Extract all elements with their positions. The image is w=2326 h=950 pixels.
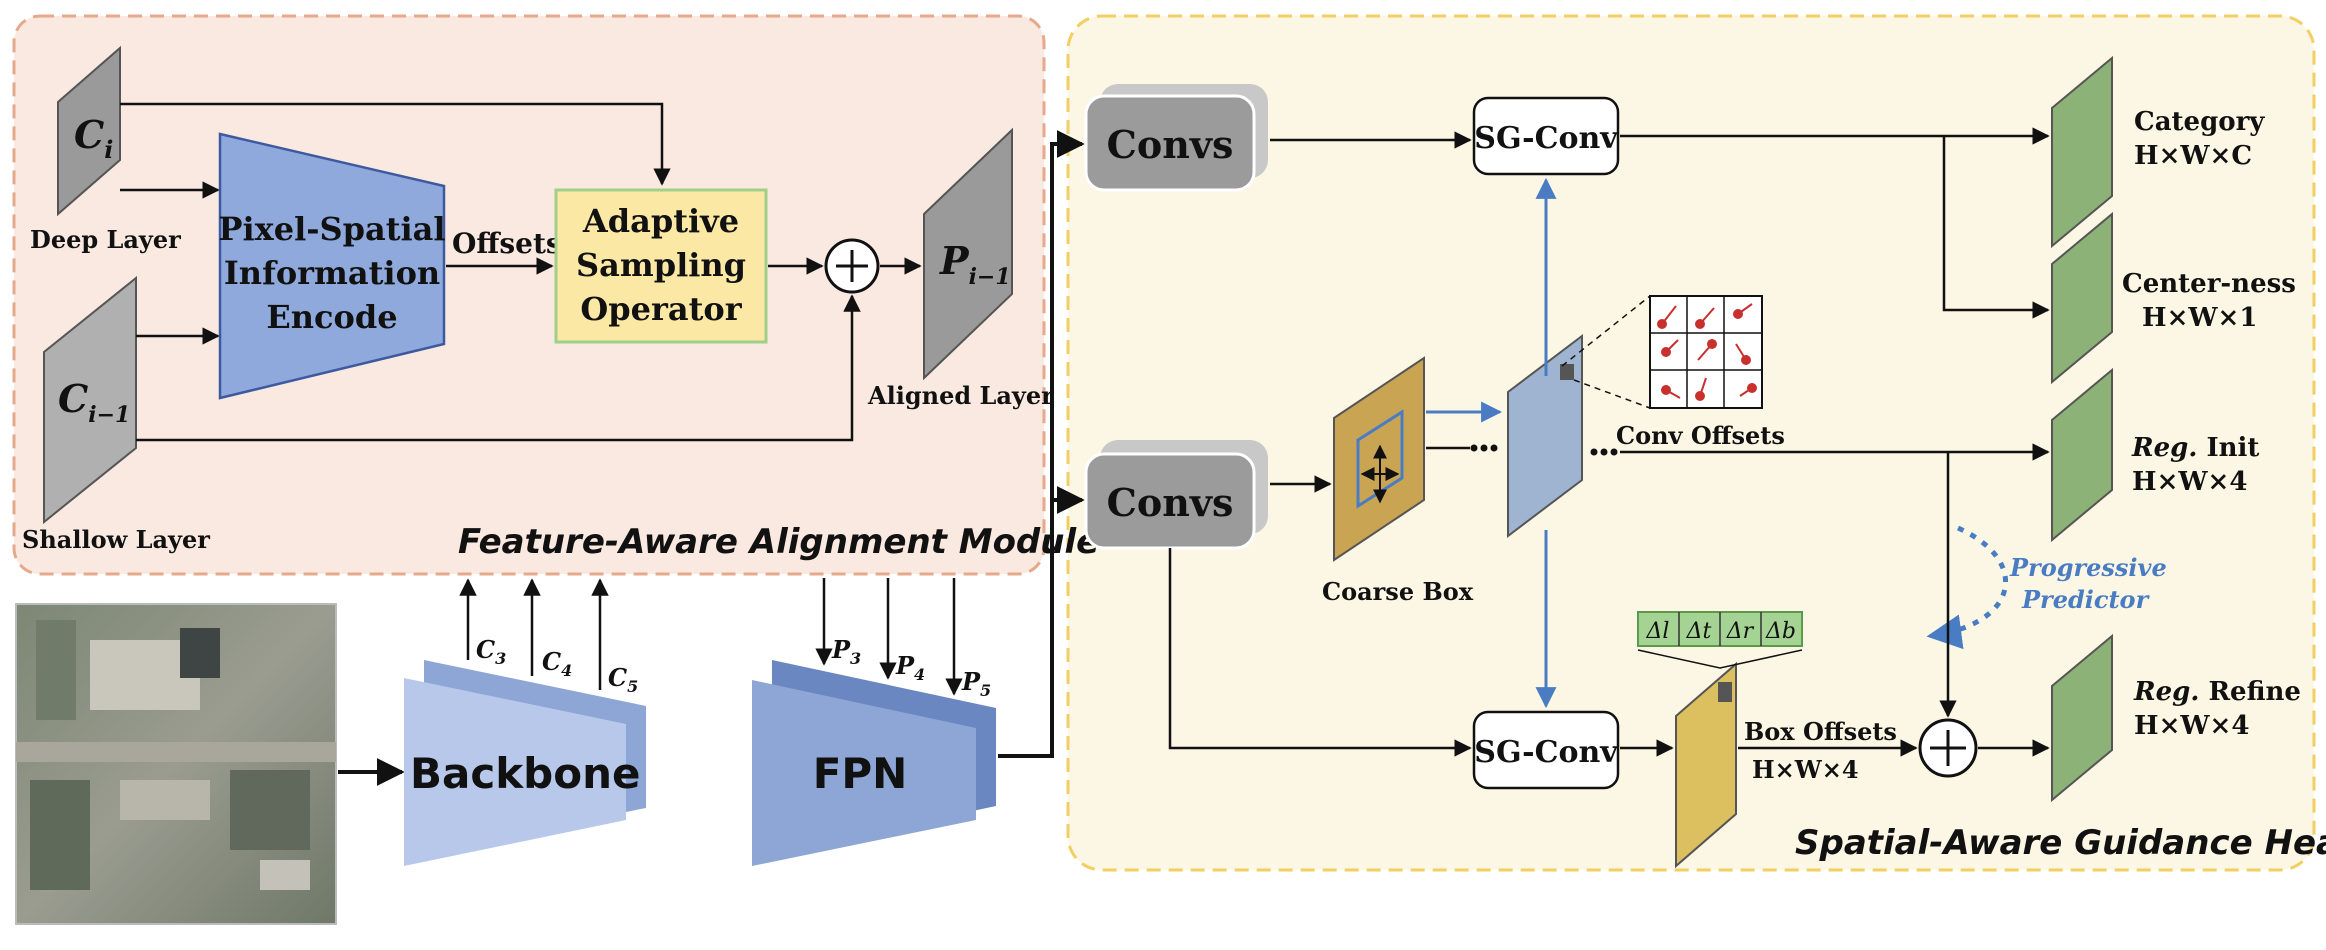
conv-offsets-grid — [1649, 295, 1763, 409]
feature-aware-alignment-module — [12, 14, 1046, 576]
aligned-layer-plane — [923, 127, 1013, 381]
fpn-label: FPN — [813, 749, 908, 798]
backbone-trapezoid — [404, 678, 626, 866]
convs-top-block — [1084, 94, 1256, 192]
encode-line-2: Information — [224, 254, 440, 292]
delta-boxes — [1637, 611, 1803, 647]
head-dots — [1470, 444, 1618, 456]
zoom-dashed-lines — [1561, 295, 1651, 409]
c-stage-arrows — [459, 578, 609, 690]
output-centerness-dim: H×W×1 — [2142, 303, 2257, 333]
plus-icon-right — [1930, 730, 1966, 766]
p-stage-arrows — [815, 578, 963, 696]
offsets-label: Offsets — [452, 227, 562, 260]
c4-label: C4 — [542, 647, 572, 680]
output-reg-refine-name: Reg. Refine — [2133, 677, 2301, 707]
coarse-box-arrows-icon — [1360, 444, 1400, 504]
output-plane-reg-refine — [2051, 633, 2113, 803]
sgconv-bottom-block — [1472, 710, 1620, 790]
conv-offsets-label: Conv Offsets — [1616, 421, 1785, 450]
output-category-name: Category — [2134, 107, 2265, 137]
output-category-dim: H×W×C — [2134, 141, 2252, 171]
convs-bottom-label: Convs — [1107, 480, 1234, 525]
left-module-arrows — [120, 102, 922, 442]
box-offsets-label: Box Offsets — [1744, 717, 1897, 746]
box-offsets-dim: H×W×4 — [1752, 755, 1859, 784]
aerial-input-image — [15, 603, 337, 925]
output-plane-centerness — [2051, 211, 2113, 385]
sampling-line-3: Operator — [580, 290, 742, 328]
aligned-layer-label: Aligned Layer — [867, 381, 1054, 410]
left-module-title: Feature-Aware Alignment Module — [458, 522, 1099, 562]
output-reg-init-name: Reg. Init — [2131, 433, 2259, 463]
offset-patch — [1560, 364, 1574, 380]
p4-label: P4 — [895, 651, 925, 684]
ci-label: Ci — [74, 112, 113, 164]
plus-icon — [836, 250, 868, 282]
blue-guidance-arrows — [1426, 177, 1557, 709]
fpn-trapezoid — [752, 680, 976, 866]
progressive-label-1: Progressive — [2009, 553, 2167, 582]
delta-t: Δt — [1686, 619, 1712, 644]
c3-label: C3 — [476, 635, 506, 668]
deep-layer-label: Deep Layer — [30, 225, 181, 254]
output-plane-category — [2051, 55, 2113, 249]
sampling-line-1: Adaptive — [582, 202, 739, 240]
sgconv-top-block — [1472, 96, 1620, 176]
fpn-to-head-arrows — [998, 130, 1085, 758]
delta-l: Δl — [1646, 619, 1670, 644]
head-arrows — [1168, 127, 2050, 757]
backbone-label: Backbone — [410, 749, 641, 798]
delta-r: Δr — [1726, 619, 1755, 644]
ci1-label: Ci−1 — [58, 376, 130, 428]
convs-top-label: Convs — [1107, 122, 1234, 167]
progressive-label-2: Predictor — [2021, 585, 2151, 614]
coarse-box-inner — [1356, 409, 1404, 509]
delta-bracket — [1637, 649, 1803, 669]
p5-label: P5 — [961, 667, 991, 700]
sgconv-bottom-label: SG-Conv — [1474, 735, 1619, 770]
adaptive-sampling-block — [554, 188, 768, 344]
sgconv-top-label: SG-Conv — [1474, 121, 1619, 156]
pi1-label: Pi−1 — [939, 238, 1011, 290]
shallow-layer-label: Shallow Layer — [22, 525, 210, 554]
box-offsets-plane — [1675, 661, 1737, 869]
encode-line-3: Encode — [266, 298, 397, 336]
shallow-layer-plane — [43, 275, 137, 525]
sampling-line-2: Sampling — [576, 246, 746, 284]
c5-label: C5 — [608, 663, 638, 696]
p3-label: P3 — [831, 635, 861, 668]
progressive-arc — [1926, 525, 2009, 650]
output-centerness-name: Center-ness — [2122, 269, 2296, 299]
offset-feature-plane — [1507, 333, 1583, 539]
delta-b: Δb — [1765, 619, 1796, 644]
output-reg-refine-dim: H×W×4 — [2134, 711, 2249, 741]
deep-layer-plane — [57, 45, 121, 217]
encode-line-1: Pixel-Spatial — [218, 210, 445, 248]
right-module-title: Spatial-Aware Guidance Head — [1795, 823, 2326, 863]
pixel-spatial-encode-block — [218, 132, 446, 400]
box-offsets-patch — [1718, 682, 1732, 702]
output-plane-reg-init — [2051, 367, 2113, 543]
spatial-aware-guidance-head — [1066, 14, 2316, 872]
output-reg-init-dim: H×W×4 — [2132, 467, 2247, 497]
coarse-box-label: Coarse Box — [1322, 577, 1474, 606]
